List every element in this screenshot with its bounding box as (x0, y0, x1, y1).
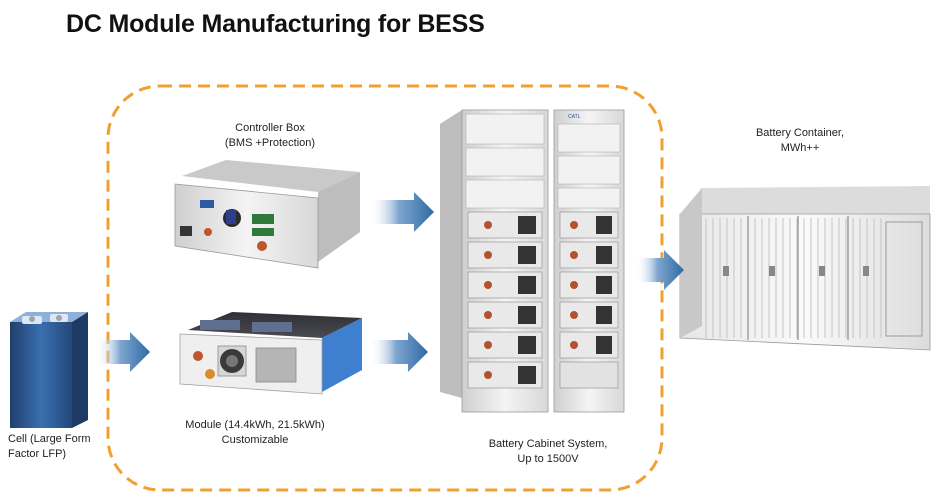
cabinet-slot-fan (518, 306, 536, 324)
cabinet-panel (465, 179, 545, 209)
cabinet-slot-fan (596, 336, 612, 354)
cabinet-slot-connector (570, 281, 578, 289)
cabinet-slot-connector (484, 251, 492, 259)
battery-container-illustration (679, 186, 931, 351)
cabinet-panel (465, 147, 545, 177)
container-door-lock (723, 266, 729, 276)
arrow-cabinet-to-container (636, 250, 684, 290)
cabinet-slot-connector (570, 341, 578, 349)
cabinet-panel (557, 187, 621, 209)
cabinet-slot-fan (518, 276, 536, 294)
cabinet-brand-mark: CATL (568, 114, 581, 120)
cabinet-slot-connector (484, 311, 492, 319)
cabinet-panel (557, 155, 621, 185)
cabinet-slot-fan (518, 366, 536, 384)
arrow-module-to-cabinet (370, 332, 428, 372)
cabinet-slot-connector (484, 221, 492, 229)
cabinet-slot-fan (518, 246, 536, 264)
cabinet-slot-connector (484, 371, 492, 379)
container-door-lock (863, 266, 869, 276)
container-label: Battery Container, MWh++ (755, 127, 845, 154)
cabinet-slot-fan (518, 216, 536, 234)
controller-box-label: Controller Box (BMS +Protection) (224, 122, 316, 149)
cabinet-control-slot (559, 361, 619, 389)
cabinet-slot-fan (596, 246, 612, 264)
page-title: DC Module Manufacturing for BESS (66, 10, 485, 38)
cabinet-slot-connector (570, 311, 578, 319)
cell-illustration (10, 312, 88, 428)
cabinet-slot-connector (484, 281, 492, 289)
cabinet-slot-connector (484, 341, 492, 349)
module-label: Module (14.4kWh, 21.5kWh) Customizable (185, 419, 325, 446)
cabinet-slot-fan (596, 306, 612, 324)
container-door-lock (819, 266, 825, 276)
module-illustration (179, 312, 362, 395)
cabinet-slot-connector (570, 251, 578, 259)
cabinet-slot-fan (596, 276, 612, 294)
cell-label: Cell (Large Form Factor LFP) (8, 433, 91, 460)
cabinet-slot-connector (570, 221, 578, 229)
controller-box-illustration (174, 160, 360, 269)
cabinet-label: Battery Cabinet System, Up to 1500V (488, 438, 608, 465)
cabinet-panel (557, 123, 621, 153)
arrow-controller-to-cabinet (370, 192, 434, 232)
container-door-lock (769, 266, 775, 276)
cabinet-panel (465, 113, 545, 145)
cabinet-slot-fan (518, 336, 536, 354)
battery-cabinet-illustration: CATL (440, 109, 625, 413)
cabinet-slot-fan (596, 216, 612, 234)
arrow-cell-to-module (96, 332, 150, 372)
